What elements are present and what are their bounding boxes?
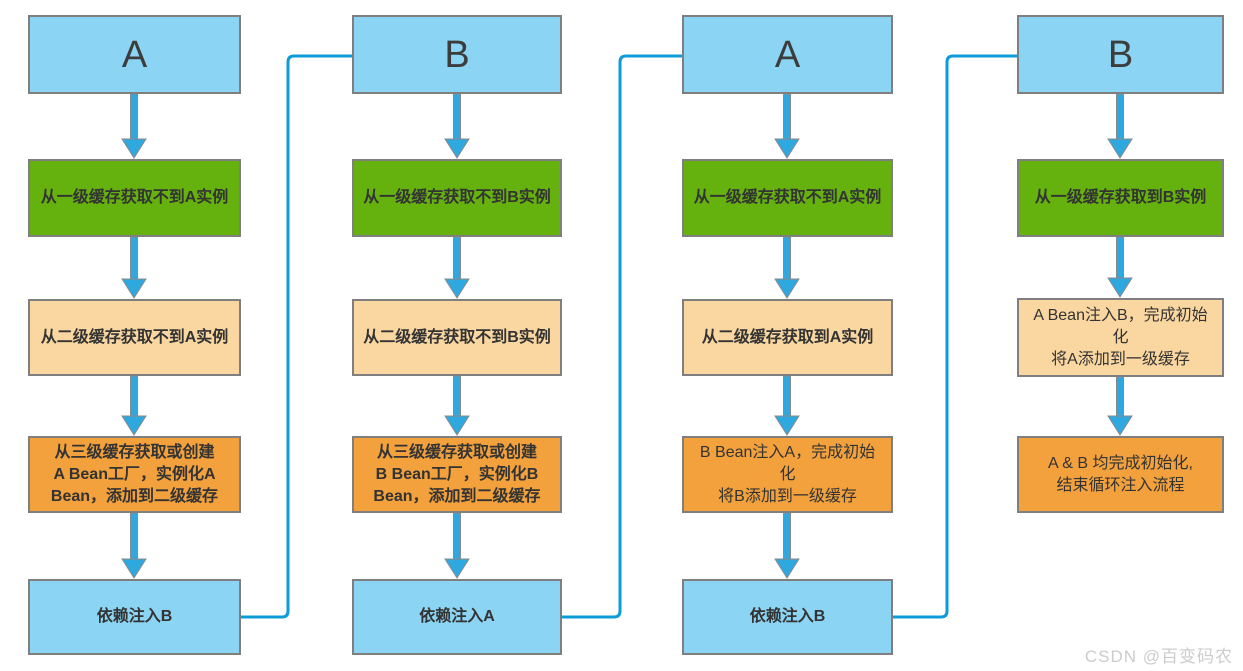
- arrow-down-icon: [120, 94, 148, 159]
- node-l1-cache-miss-b: 从一级缓存获取不到B实例: [352, 159, 562, 237]
- node-label: 依赖注入B: [96, 608, 173, 625]
- node-l2-cache-miss-a: 从二级缓存获取不到A实例: [28, 299, 241, 376]
- loop-connector-col1-to-col2: [241, 54, 352, 619]
- node-bean-b-revisit: B: [1017, 15, 1224, 94]
- arrow-down-icon: [120, 513, 148, 579]
- arrow-down-icon: [1106, 377, 1134, 436]
- node-label: 从二级缓存获取到A实例: [701, 328, 874, 346]
- arrow-down-icon: [773, 94, 801, 159]
- arrow-down-icon: [443, 376, 471, 436]
- arrow-down-icon: [120, 376, 148, 436]
- node-a-init-complete-l1-add: A Bean注入B，完成初始化 将A添加到一级缓存: [1017, 298, 1224, 377]
- node-l3-factory-create-a: 从三级缓存获取或创建 A Bean工厂，实例化A Bean，添加到二级缓存: [28, 436, 241, 513]
- node-bean-a-revisit: A: [682, 15, 893, 94]
- node-l1-cache-hit-b: 从一级缓存获取到B实例: [1017, 159, 1224, 237]
- node-label: B Bean注入A，完成初始化 将B添加到一级缓存: [699, 443, 876, 505]
- node-inject-b-into-a-again: 依赖注入B: [682, 579, 893, 655]
- node-label: 依赖注入B: [749, 608, 826, 625]
- node-l1-cache-miss-a-again: 从一级缓存获取不到A实例: [682, 159, 893, 237]
- node-label: 从三级缓存获取或创建 B Bean工厂，实例化B Bean，添加到二级缓存: [373, 443, 541, 505]
- node-label: 从一级缓存获取不到A实例: [693, 189, 882, 206]
- arrow-down-icon: [773, 513, 801, 579]
- node-flow-complete: A & B 均完成初始化, 结束循环注入流程: [1017, 436, 1224, 513]
- node-l1-cache-miss-a: 从一级缓存获取不到A实例: [28, 159, 241, 237]
- arrow-down-icon: [120, 237, 148, 299]
- node-label: A Bean注入B，完成初始化 将A添加到一级缓存: [1033, 306, 1208, 368]
- node-label: 从一级缓存获取不到B实例: [363, 189, 551, 206]
- node-inject-b-into-a: 依赖注入B: [28, 579, 241, 655]
- node-label: B: [1107, 33, 1134, 76]
- node-bean-a-start: A: [28, 15, 241, 94]
- node-label: B: [444, 33, 470, 76]
- arrow-down-icon: [443, 237, 471, 299]
- csdn-watermark: CSDN @百变码农: [1084, 647, 1233, 666]
- node-l3-factory-create-b: 从三级缓存获取或创建 B Bean工厂，实例化B Bean，添加到二级缓存: [352, 436, 562, 513]
- node-label: A: [121, 33, 148, 76]
- node-label: 从一级缓存获取到B实例: [1034, 189, 1207, 206]
- loop-connector-col3-to-col4: [893, 54, 1017, 619]
- node-label: 从二级缓存获取不到A实例: [40, 328, 229, 346]
- node-b-init-complete-l1-add: B Bean注入A，完成初始化 将B添加到一级缓存: [682, 436, 893, 513]
- arrow-down-icon: [773, 237, 801, 299]
- loop-connector-col2-to-col3: [562, 54, 682, 619]
- node-label: 依赖注入A: [419, 608, 495, 625]
- arrow-down-icon: [1106, 237, 1134, 298]
- node-label: 从二级缓存获取不到B实例: [363, 328, 551, 346]
- arrow-down-icon: [443, 94, 471, 159]
- node-l2-cache-miss-b: 从二级缓存获取不到B实例: [352, 299, 562, 376]
- node-label: 从一级缓存获取不到A实例: [40, 189, 229, 206]
- node-label: A & B 均完成初始化, 结束循环注入流程: [1048, 454, 1193, 494]
- node-inject-a-into-b: 依赖注入A: [352, 579, 562, 655]
- node-label: A: [774, 33, 801, 76]
- arrow-down-icon: [773, 376, 801, 436]
- node-l2-cache-hit-a: 从二级缓存获取到A实例: [682, 299, 893, 376]
- node-bean-b-start: B: [352, 15, 562, 94]
- arrow-down-icon: [1106, 94, 1134, 159]
- arrow-down-icon: [443, 513, 471, 579]
- node-label: 从三级缓存获取或创建 A Bean工厂，实例化A Bean，添加到二级缓存: [50, 443, 219, 505]
